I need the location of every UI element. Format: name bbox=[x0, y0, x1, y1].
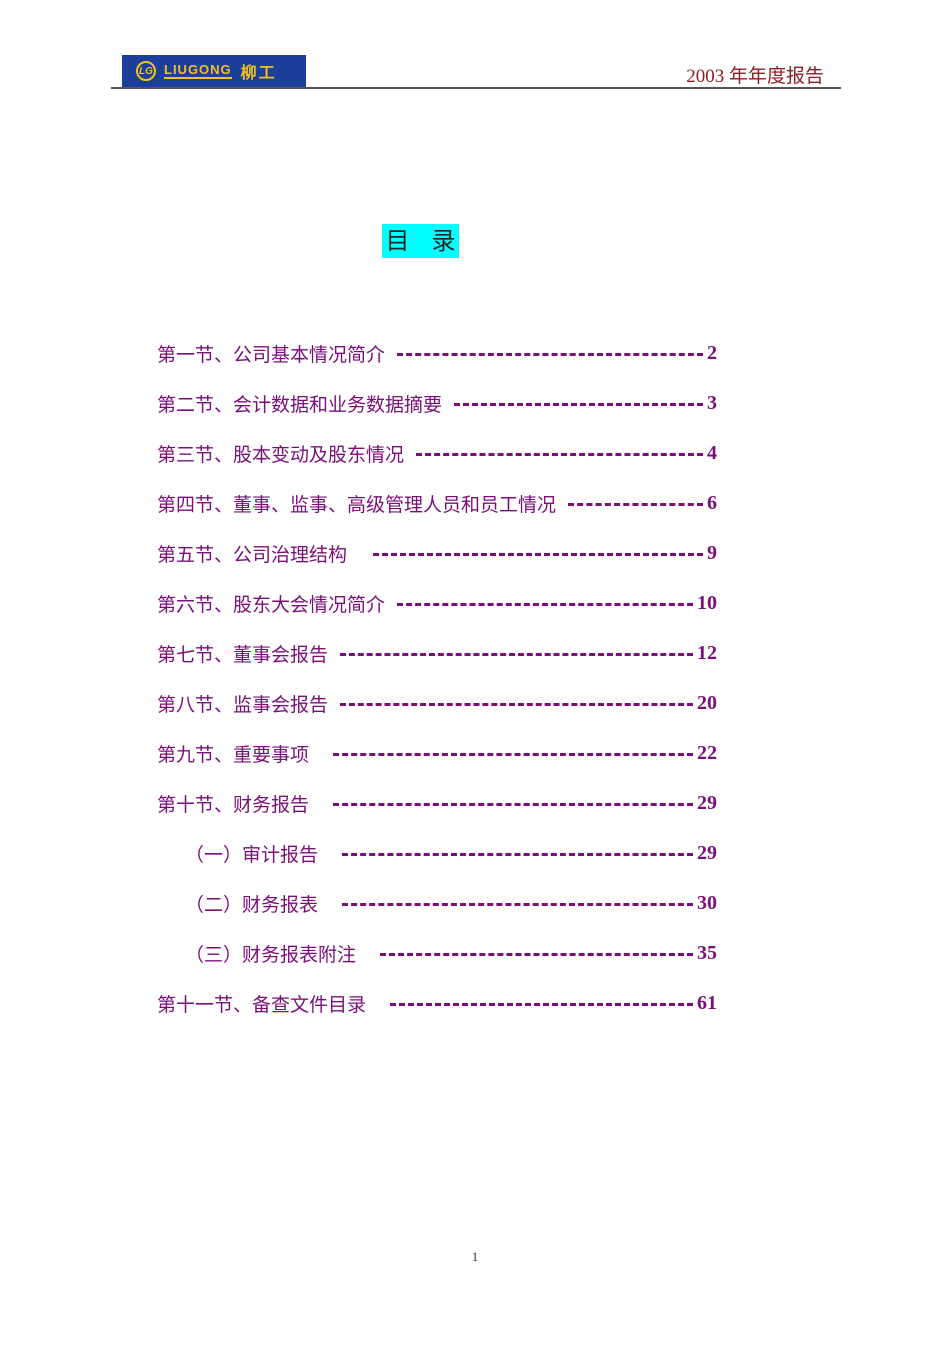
toc-leader-dots bbox=[397, 602, 693, 606]
toc-entry-page: 20 bbox=[697, 691, 717, 714]
toc-entry-page: 2 bbox=[707, 341, 717, 364]
toc-entry[interactable]: 第一节、公司基本情况简介 2 bbox=[157, 335, 717, 371]
toc-entry[interactable]: 第十节、财务报告 29 bbox=[157, 785, 717, 821]
toc-entry-page: 29 bbox=[697, 791, 717, 814]
toc-entry[interactable]: 第三节、股本变动及股东情况 4 bbox=[157, 435, 717, 471]
toc-entry-label: 第四节、董事、监事、高级管理人员和员工情况 bbox=[157, 493, 557, 516]
toc-entry[interactable]: 第六节、股东大会情况简介 10 bbox=[157, 585, 717, 621]
toc-entry-label: 第六节、股东大会情况简介 bbox=[157, 593, 386, 616]
toc-leader-dots bbox=[454, 402, 703, 406]
toc-entry-label: （一）审计报告 bbox=[185, 843, 319, 866]
toc-entry-page: 12 bbox=[697, 641, 717, 664]
logo-brand-cn: 柳工 bbox=[240, 63, 277, 82]
toc-leader-dots bbox=[333, 802, 693, 806]
toc-entry-label: 第五节、公司治理结构 bbox=[157, 543, 348, 566]
toc-leader-dots bbox=[333, 752, 693, 756]
header-divider bbox=[111, 87, 841, 89]
toc-leader-dots bbox=[397, 352, 703, 356]
toc-entry-label: （二）财务报表 bbox=[185, 893, 319, 916]
toc-entry-label: 第九节、重要事项 bbox=[157, 743, 310, 766]
toc-entry-page: 4 bbox=[707, 441, 717, 464]
liugong-logo: LG LIUGONG 柳工 bbox=[122, 55, 306, 87]
toc-entry-page: 30 bbox=[697, 891, 717, 914]
toc-leader-dots bbox=[342, 902, 693, 906]
toc-entry-label: 第一节、公司基本情况简介 bbox=[157, 343, 386, 366]
liugong-emblem-icon: LG bbox=[136, 61, 156, 81]
toc-title-char-2: 录 bbox=[431, 227, 456, 255]
toc-entry[interactable]: 第九节、重要事项 22 bbox=[157, 735, 717, 771]
toc-entry[interactable]: 第五节、公司治理结构 9 bbox=[157, 535, 717, 571]
toc-entry-label: （三）财务报表附注 bbox=[185, 943, 357, 966]
toc-subentry[interactable]: （一）审计报告 29 bbox=[157, 835, 717, 871]
toc-entry-page: 9 bbox=[707, 541, 717, 564]
toc-subentry[interactable]: （二）财务报表 30 bbox=[157, 885, 717, 921]
toc-entry-page: 29 bbox=[697, 841, 717, 864]
toc-entry[interactable]: 第十一节、备查文件目录 61 bbox=[157, 985, 717, 1021]
toc-entry-page: 61 bbox=[697, 991, 717, 1014]
toc-leader-dots bbox=[342, 852, 693, 856]
toc-title-char-1: 目 bbox=[385, 227, 410, 255]
toc-leader-dots bbox=[416, 452, 703, 456]
toc-title: 目录 bbox=[382, 224, 459, 258]
toc-entry-label: 第三节、股本变动及股东情况 bbox=[157, 443, 405, 466]
toc-leader-dots bbox=[568, 502, 703, 506]
toc-entry-label: 第十一节、备查文件目录 bbox=[157, 993, 367, 1016]
toc-entry[interactable]: 第八节、监事会报告 20 bbox=[157, 685, 717, 721]
toc-entry[interactable]: 第二节、会计数据和业务数据摘要 3 bbox=[157, 385, 717, 421]
page-number: 1 bbox=[471, 1249, 479, 1264]
logo-brand-en: LIUGONG bbox=[164, 62, 232, 79]
toc-entry[interactable]: 第七节、董事会报告 12 bbox=[157, 635, 717, 671]
toc-leader-dots bbox=[390, 1002, 693, 1006]
toc-leader-dots bbox=[373, 552, 703, 556]
toc-entry-label: 第十节、财务报告 bbox=[157, 793, 310, 816]
toc-entry-label: 第二节、会计数据和业务数据摘要 bbox=[157, 393, 443, 416]
toc-entry-page: 3 bbox=[707, 391, 717, 414]
toc-leader-dots bbox=[380, 952, 693, 956]
page-header: LG LIUGONG 柳工 2003 年年度报告 bbox=[0, 0, 950, 92]
report-title: 2003 年年度报告 bbox=[686, 66, 824, 87]
toc-subentry[interactable]: （三）财务报表附注 35 bbox=[157, 935, 717, 971]
toc-leader-dots bbox=[340, 652, 693, 656]
toc-leader-dots bbox=[340, 702, 693, 706]
toc-entry-label: 第七节、董事会报告 bbox=[157, 643, 329, 666]
toc-entry-page: 35 bbox=[697, 941, 717, 964]
toc-entry-label: 第八节、监事会报告 bbox=[157, 693, 329, 716]
toc-entry[interactable]: 第四节、董事、监事、高级管理人员和员工情况 6 bbox=[157, 485, 717, 521]
toc-entry-page: 22 bbox=[697, 741, 717, 764]
toc-entry-page: 6 bbox=[707, 491, 717, 514]
toc-entry-page: 10 bbox=[697, 591, 717, 614]
